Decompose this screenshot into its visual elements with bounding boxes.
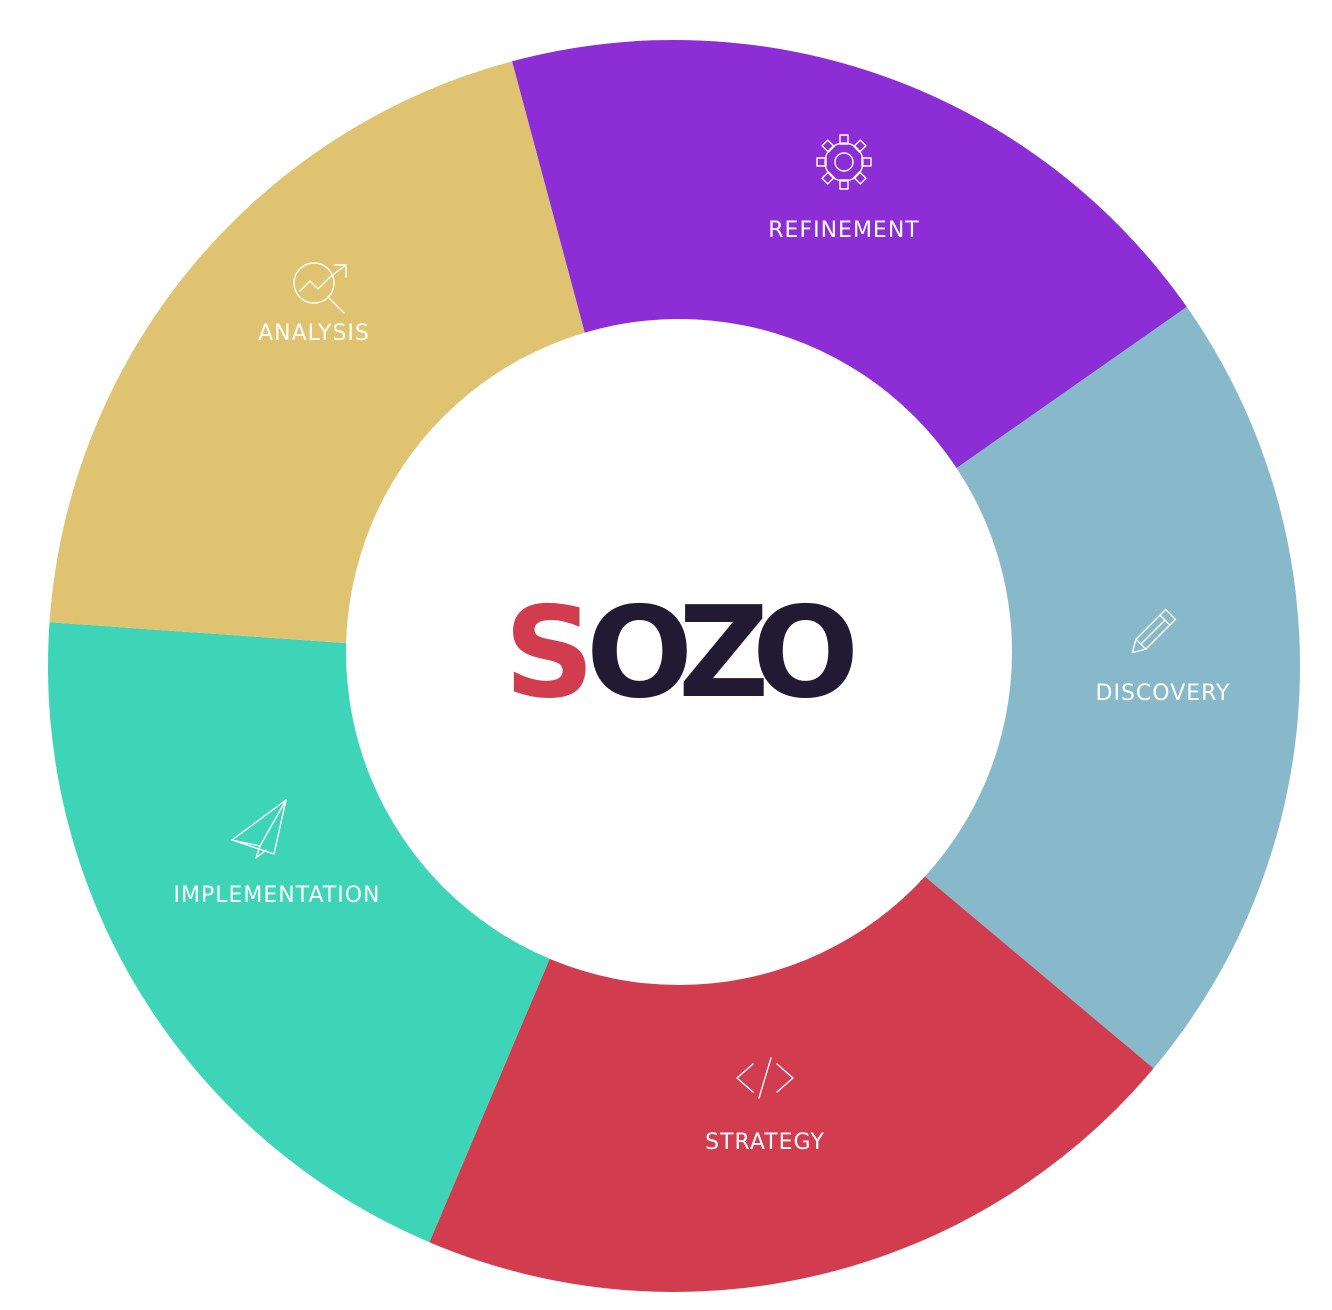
code-icon: [736, 1057, 794, 1099]
logo-letter-z: Z: [678, 579, 769, 726]
pencil-icon: [1131, 608, 1177, 654]
segment-label-analysis: ANALYSIS: [258, 321, 370, 346]
logo-letter-s: S: [504, 579, 595, 726]
paper-plane-icon: [231, 799, 287, 859]
logo-letter-o: O: [586, 579, 693, 726]
gear-icon: [816, 134, 872, 190]
center-hub: [346, 319, 1012, 985]
segment-label-refinement: REFINEMENT: [768, 218, 919, 243]
segment-label-discovery: DISCOVERY: [1096, 681, 1231, 706]
logo-letter-o-2: O: [752, 579, 859, 726]
segment-labels: REFINEMENT DISCOVERY STRATEGY IMPLEMENTAT…: [173, 134, 1231, 1155]
segment-label-implementation: IMPLEMENTATION: [173, 883, 380, 908]
segment-label-strategy: STRATEGY: [705, 1130, 825, 1155]
analytics-magnifier-icon: [293, 262, 347, 314]
sozo-logo: S O Z O: [504, 579, 859, 726]
